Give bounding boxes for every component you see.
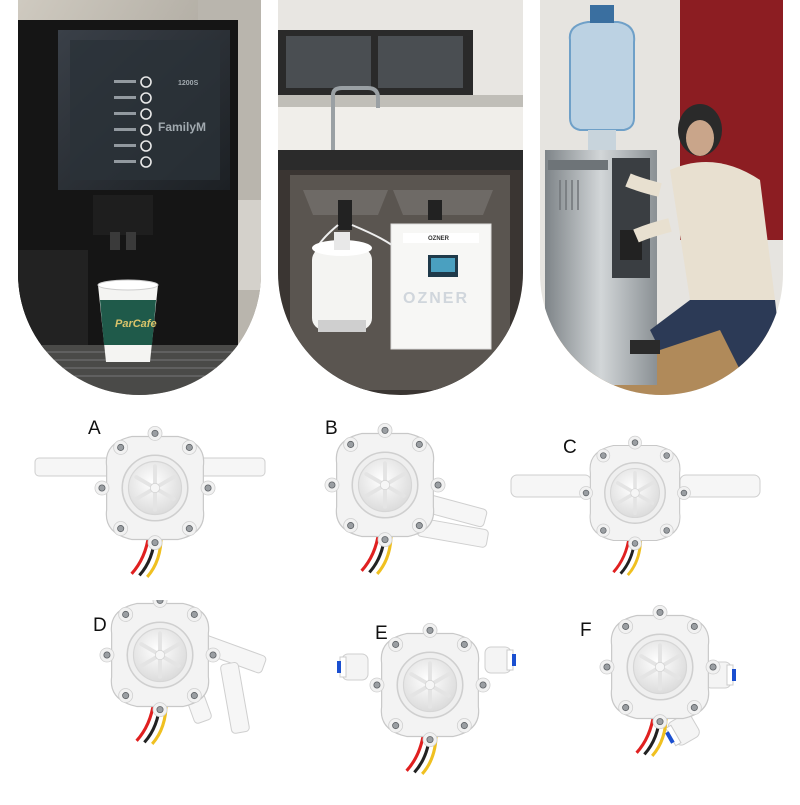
variant-label-a: A — [88, 418, 101, 439]
sensor-variant-b: B — [290, 410, 550, 610]
variant-label-e: E — [375, 623, 388, 644]
variant-label-c: C — [563, 437, 577, 458]
water-purifier-photo: OZNER OZNER — [278, 0, 523, 395]
variant-label-f: F — [580, 620, 592, 641]
water-dispenser-photo — [540, 0, 783, 395]
sensor-variant-c: C — [505, 425, 765, 625]
sensor-variant-a: A — [15, 410, 275, 610]
purifier-label: OZNER — [428, 236, 449, 242]
screen-brand-text: FamilyM — [158, 120, 207, 134]
sensor-variant-f: F — [545, 605, 800, 805]
coffee-machine-photo: ParCafe FamilyM 1200S — [18, 0, 261, 395]
variant-label-b: B — [325, 418, 338, 439]
cup-brand-text: ParCafe — [115, 318, 157, 330]
variant-label-d: D — [93, 615, 107, 636]
purifier-brand: OZNER — [403, 290, 469, 307]
screen-code-text: 1200S — [178, 80, 199, 87]
sensor-variant-d: D — [75, 600, 335, 800]
sensor-variant-e: E — [310, 605, 570, 805]
